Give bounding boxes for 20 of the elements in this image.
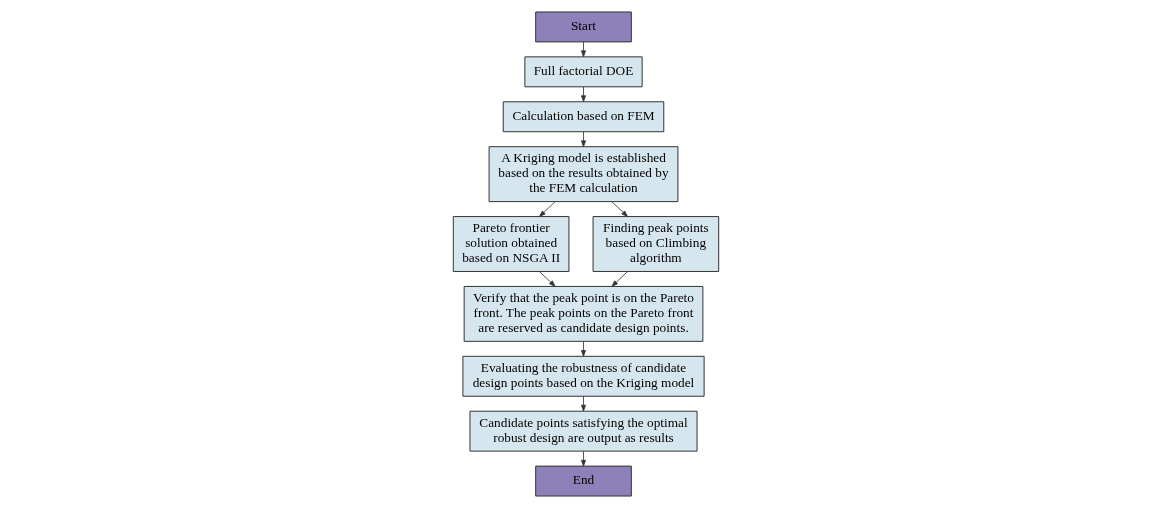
node-box: Pareto frontier solution obtained based on NSGA II <box>452 216 570 272</box>
arrow <box>611 271 628 287</box>
node-box: Full factorial DOE <box>524 56 643 88</box>
node-box: End <box>535 465 632 497</box>
arrow <box>581 41 586 58</box>
arrow <box>581 395 586 412</box>
node-box: Finding peak points based on Climbing algorithm <box>592 216 720 272</box>
arrow <box>611 201 628 217</box>
node-box: A Kriging model is established based on the results obtained by the FEM calculation <box>488 146 679 203</box>
node-box: Calculation based on FEM <box>502 101 665 133</box>
node-box: Evaluating the robustness of candidate design points based on the Kriging model <box>462 355 705 397</box>
node-box: Candidate points satisfying the optimal robust design are output as results <box>469 410 698 452</box>
arrow <box>581 131 586 148</box>
arrow <box>539 201 556 217</box>
arrow <box>581 341 586 357</box>
arrow <box>581 450 586 467</box>
arrow <box>539 271 556 287</box>
arrow <box>581 86 586 102</box>
node-box: Start <box>535 11 632 43</box>
node-box: Verify that the peak point is on the Pareto front. The peak points on the Pareto front are reserved as candidate design points. <box>463 285 704 342</box>
